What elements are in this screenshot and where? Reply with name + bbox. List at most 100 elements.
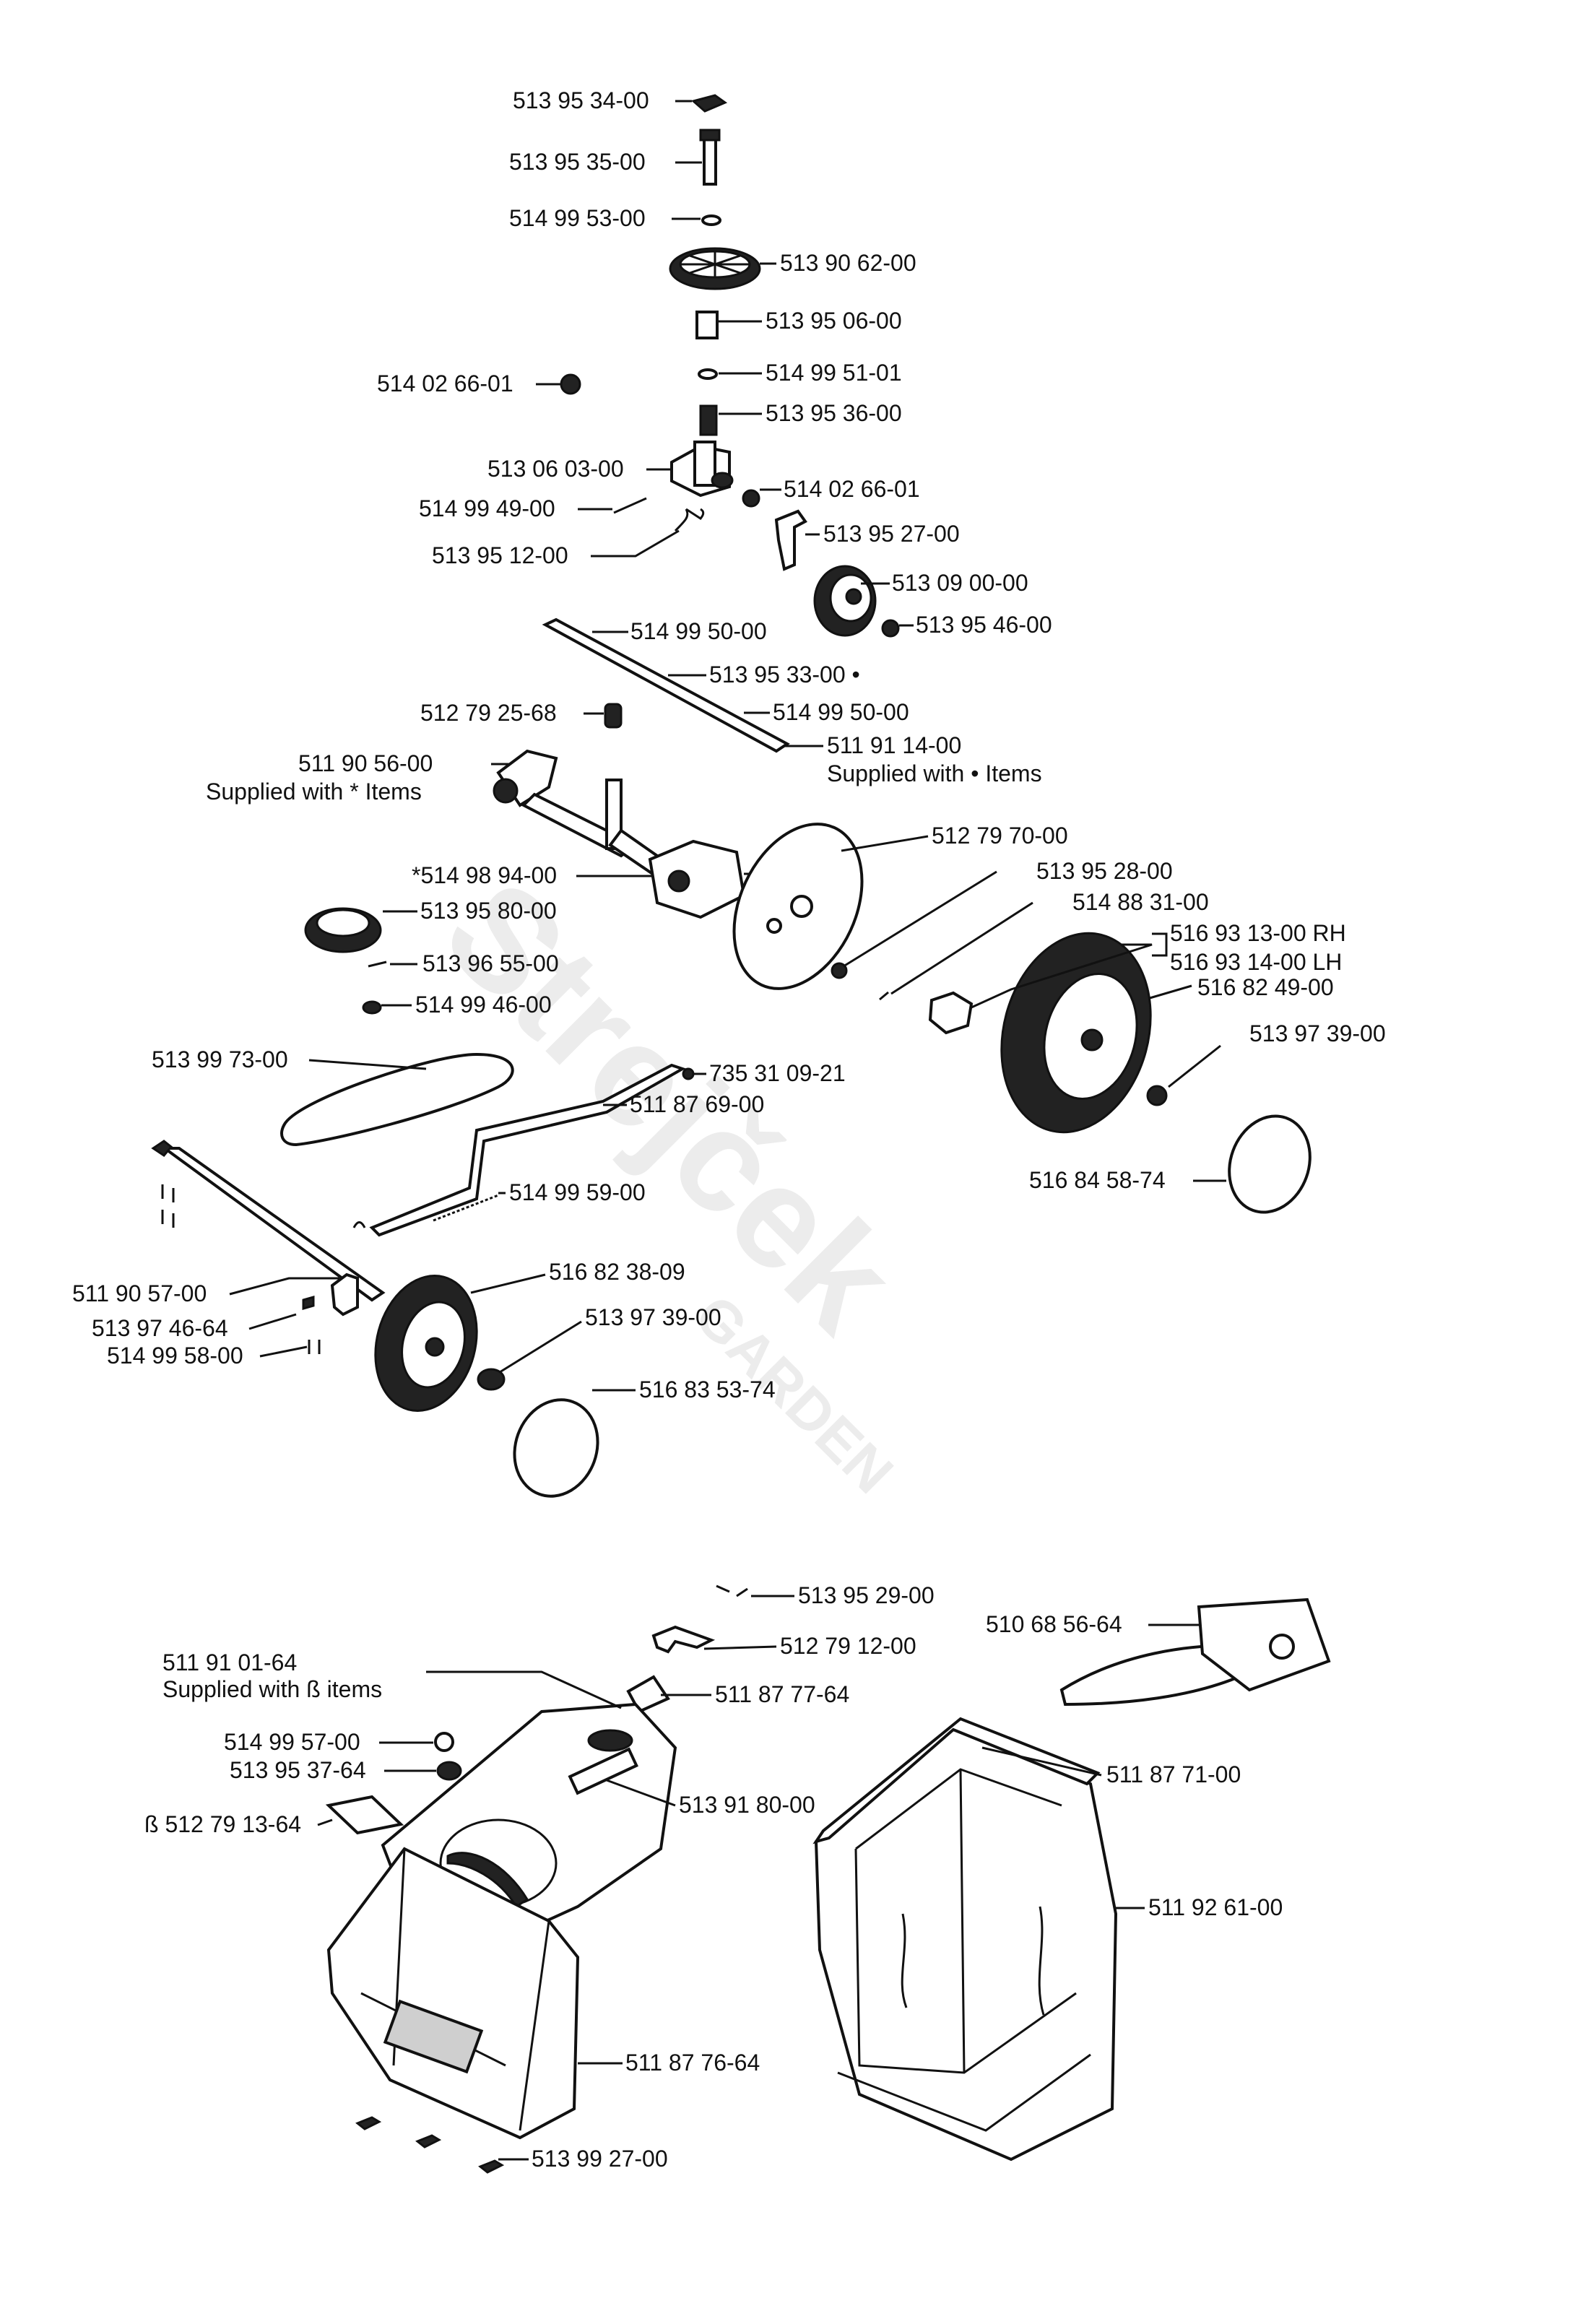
part-wheel-hub-icon	[928, 991, 974, 1035]
label-512791364: ß 512 79 13-64	[144, 1811, 301, 1837]
part-grass-bag-icon	[814, 1724, 1118, 2162]
label-513950600: 513 95 06-00	[766, 308, 902, 334]
leader-lines	[229, 100, 1226, 2161]
label-513954600: 513 95 46-00	[916, 612, 1052, 638]
part-nut-icon	[560, 373, 581, 395]
label-514995800: 514 99 58-00	[107, 1343, 243, 1369]
label-511910164: 511 91 01-64	[162, 1649, 297, 1675]
label-516823809: 516 82 38-09	[549, 1259, 685, 1285]
label-513952800: 513 95 28-00	[1036, 858, 1173, 884]
label-514995000a: 514 99 50-00	[630, 618, 767, 644]
part-nut-d-icon	[362, 1000, 382, 1015]
part-spring-clip-icon	[674, 508, 705, 532]
label-512792568: 512 79 25-68	[420, 700, 557, 726]
label-514026601b: 514 02 66-01	[784, 476, 920, 502]
label-514995101: 514 99 51-01	[766, 360, 902, 386]
part-spring-c-icon	[433, 1194, 499, 1222]
label-511877100: 511 87 71-00	[1106, 1761, 1241, 1787]
part-bracket-icon	[774, 509, 807, 571]
label-513952900: 513 95 29-00	[798, 1582, 935, 1608]
label-513060300: 513 06 03-00	[487, 456, 624, 482]
label-516931400: 516 93 14-00 LH	[1170, 949, 1342, 975]
part-hubcap-b-icon	[513, 1398, 599, 1498]
label-513992700: 513 99 27-00	[532, 2146, 668, 2172]
part-drive-belt-icon	[280, 1052, 514, 1147]
part-grommet-icon	[436, 1761, 462, 1781]
label-511876900: 511 87 69-00	[630, 1091, 764, 1117]
label-513952700: 513 95 27-00	[823, 521, 960, 547]
part-plate-icon	[690, 94, 728, 113]
part-bag-frame-icon	[812, 1717, 1101, 1844]
upper-assembly-parts	[151, 94, 1312, 1498]
part-screw-icon	[879, 991, 889, 1001]
part-gearbox-icon	[648, 839, 746, 919]
label-510685664: 510 68 56-64	[986, 1611, 1122, 1637]
label-511905600: 511 90 56-00	[298, 750, 433, 776]
lower-assembly-parts	[325, 1584, 1331, 2174]
part-clip-b-icon	[355, 2116, 382, 2130]
label-513090000: 513 09 00-00	[892, 570, 1028, 596]
part-knob-icon	[434, 1732, 454, 1752]
label-511910164-note: Supplied with ß items	[162, 1676, 382, 1702]
label-513958000: 513 95 80-00	[420, 898, 557, 924]
label-516845874: 516 84 58-74	[1029, 1167, 1166, 1193]
part-nut-b-icon	[742, 489, 760, 508]
label-513953400: 513 95 34-00	[513, 87, 649, 113]
label-735310921: 735 31 09-21	[709, 1060, 846, 1086]
part-pin-b-icon	[613, 497, 647, 514]
label-511905700: 511 90 57-00	[72, 1280, 207, 1306]
label-514883100: 514 88 31-00	[1072, 889, 1209, 915]
label-516835374: 516 83 53-74	[639, 1376, 776, 1402]
part-strip-icon	[325, 1795, 404, 1835]
part-screw-c-icon	[308, 1340, 321, 1354]
label-514995000b: 514 99 50-00	[773, 699, 909, 725]
label-513973900a: 513 97 39-00	[1249, 1020, 1386, 1046]
label-511926100: 511 92 61-00	[1148, 1894, 1283, 1920]
label-513953500: 513 95 35-00	[509, 149, 646, 175]
label-513997300: 513 99 73-00	[152, 1046, 288, 1072]
label-511877664: 511 87 76-64	[625, 2050, 760, 2076]
part-spring-b-icon	[604, 703, 623, 729]
label-513974664: 513 97 46-64	[92, 1315, 228, 1341]
part-bushing-icon	[695, 311, 719, 339]
label-511911400-note: Supplied with • Items	[827, 760, 1042, 786]
part-front-axle-icon	[160, 1147, 386, 1302]
label-511905600-note: Supplied with * Items	[206, 779, 422, 805]
label-514989400: *514 98 94-00	[412, 862, 557, 888]
part-washer-icon	[701, 214, 721, 226]
label-513906200: 513 90 62-00	[780, 250, 916, 276]
label-516824900: 516 82 49-00	[1197, 974, 1334, 1000]
label-513953600: 513 95 36-00	[766, 400, 902, 426]
label-513953300: 513 95 33-00 •	[709, 662, 860, 688]
label-513951200: 513 95 12-00	[432, 542, 568, 568]
label-511877764: 511 87 77-64	[715, 1681, 849, 1707]
label-514994900: 514 99 49-00	[419, 495, 555, 521]
label-514995700: 514 99 57-00	[224, 1729, 360, 1755]
part-nut-e-icon	[1146, 1085, 1168, 1106]
part-bracket-c-icon	[651, 1625, 716, 1654]
label-513973900b: 513 97 39-00	[585, 1304, 721, 1330]
label-512797000: 512 79 70-00	[932, 823, 1068, 849]
label-513918000: 513 91 80-00	[679, 1792, 815, 1818]
label-513965500: 513 96 55-00	[422, 950, 559, 976]
part-labels: 513 95 34-00 513 95 35-00 514 99 53-00 5…	[72, 87, 1386, 2172]
part-chassis-icon	[326, 1847, 580, 2140]
part-hubcap-icon	[1228, 1114, 1312, 1214]
label-513953764: 513 95 37-64	[230, 1757, 366, 1783]
part-screw-b-icon	[368, 961, 387, 968]
part-washer-b-icon	[831, 962, 848, 979]
part-lever-icon	[369, 1063, 686, 1237]
part-nut-f-icon	[477, 1368, 506, 1391]
part-nut-c-icon	[881, 619, 900, 638]
part-bracket-b-icon	[330, 1272, 359, 1317]
label-514995900: 514 99 59-00	[509, 1179, 646, 1205]
label-514994600: 514 99 46-00	[415, 992, 552, 1018]
label-514026601a: 514 02 66-01	[377, 370, 513, 396]
part-clips-icon	[716, 1584, 748, 1597]
part-clip-icon	[682, 1067, 695, 1080]
part-drive-rod-icon	[542, 617, 790, 753]
watermark: Strejček GARDEN	[415, 850, 927, 1506]
part-ring-icon	[698, 368, 718, 380]
part-spring-icon	[699, 404, 718, 436]
label-514995300: 514 99 53-00	[509, 205, 646, 231]
